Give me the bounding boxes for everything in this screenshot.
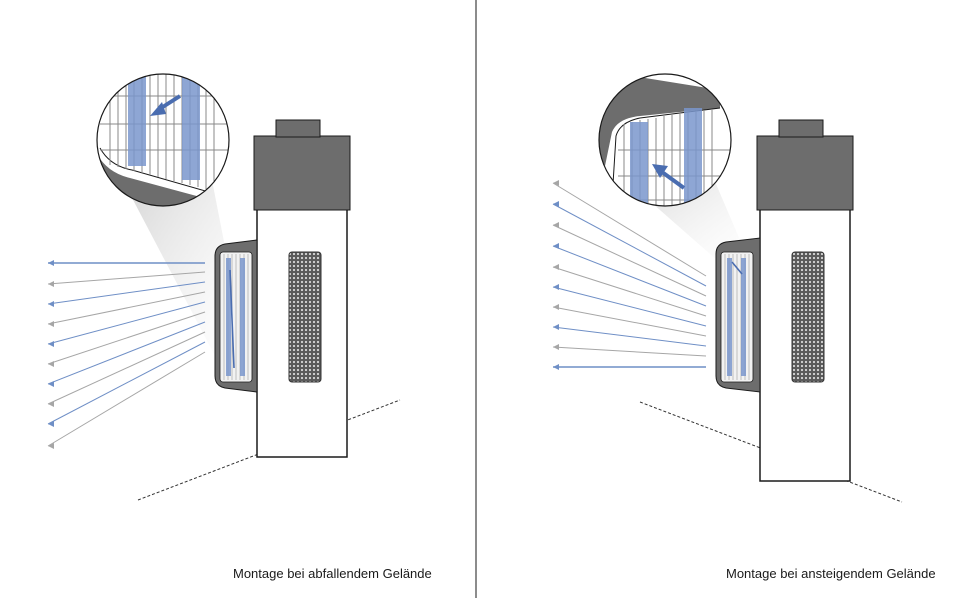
lamp-strip-a-right (727, 258, 732, 376)
lamp-arrow-left (229, 269, 235, 369)
left-panel (47, 73, 401, 501)
post-cap-left (253, 135, 351, 211)
reflector-left (288, 251, 322, 383)
right-panel (552, 73, 903, 503)
beam-arrowheads-right (553, 180, 559, 370)
post-top-left (275, 119, 321, 138)
lamp-strip-a-left (226, 258, 231, 376)
caption-sloping-down: Montage bei abfallendem Gelände (233, 566, 432, 581)
magnifier-right (598, 73, 732, 207)
magnifier-left (96, 73, 230, 207)
light-beams-right (552, 182, 707, 368)
beam-arrowheads-left (48, 260, 54, 449)
caption-sloping-up: Montage bei ansteigendem Gelände (726, 566, 936, 581)
light-beams-left (47, 262, 206, 447)
reflector-right (791, 251, 825, 383)
post-top-right (778, 119, 824, 138)
lamp-strip-b-left (240, 258, 245, 376)
lamp-arrow-right (731, 261, 743, 275)
lamp-strip-b-right (741, 258, 746, 376)
post-cap-right (756, 135, 854, 211)
